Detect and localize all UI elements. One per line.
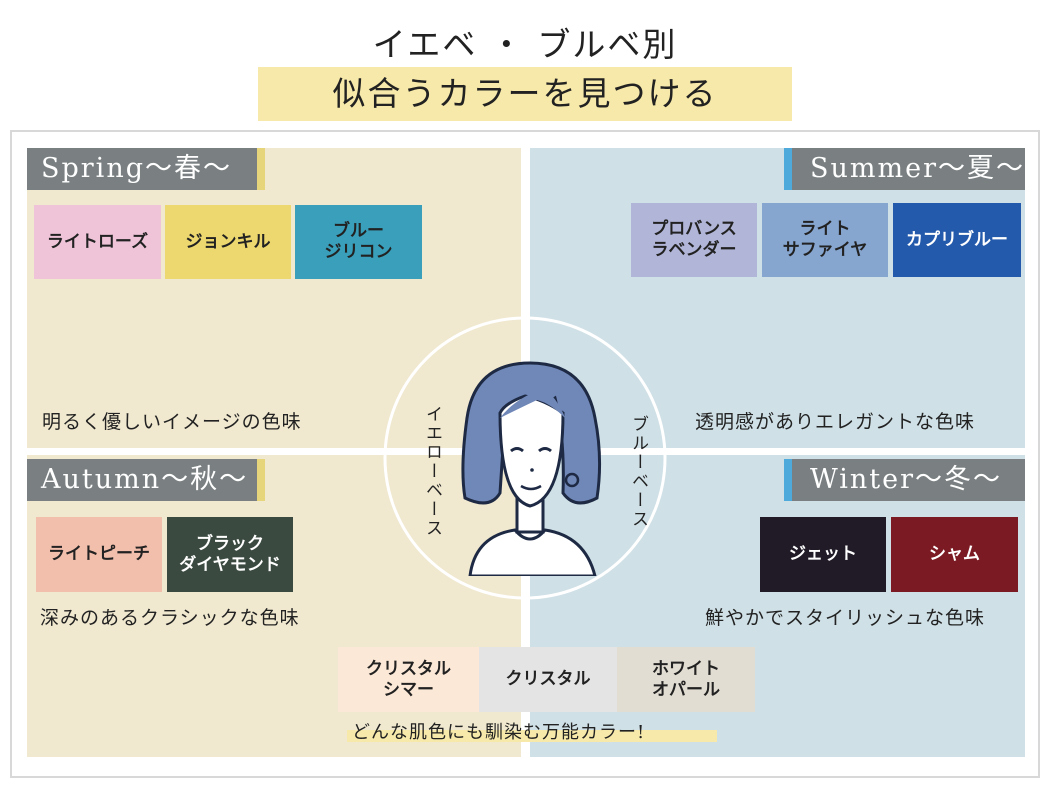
universal-tagline: どんな肌色にも馴染む万能カラー! bbox=[352, 722, 646, 743]
header-accent bbox=[257, 459, 265, 501]
summer-desc: 透明感がありエレガントな色味 bbox=[695, 411, 976, 433]
spring-header: Spring～春～ bbox=[27, 148, 265, 190]
swatch-black-diamond: ブラック ダイヤモンド bbox=[167, 517, 293, 592]
yellow-base-label: イエローベース bbox=[422, 405, 442, 538]
header-accent bbox=[784, 148, 792, 190]
summer-header: Summer～夏～ bbox=[784, 148, 1025, 190]
winter-header-text: Winter～冬～ bbox=[792, 459, 1025, 501]
blue-base-label: ブルーベース bbox=[628, 415, 648, 529]
swatch-crystal: クリスタル bbox=[479, 647, 617, 712]
center-circle bbox=[383, 316, 667, 600]
header-accent bbox=[257, 148, 265, 190]
spring-desc: 明るく優しいイメージの色味 bbox=[42, 411, 302, 433]
frame bbox=[10, 130, 1040, 778]
woman-illustration bbox=[461, 361, 602, 576]
summer-quadrant bbox=[530, 148, 1025, 448]
swatch-capri-blue: カプリブルー bbox=[893, 203, 1021, 277]
swatch-siam: シャム bbox=[891, 517, 1018, 592]
title-line1: イエベ ・ ブルベ別 bbox=[372, 25, 678, 64]
winter-desc: 鮮やかでスタイリッシュな色味 bbox=[705, 607, 986, 629]
swatch-light-peach: ライトピーチ bbox=[36, 517, 162, 592]
summer-header-text: Summer～夏～ bbox=[792, 148, 1025, 190]
autumn-header-text: Autumn～秋～ bbox=[27, 459, 257, 501]
title-line2: 似合うカラーを見つける bbox=[258, 67, 792, 121]
spring-quadrant bbox=[27, 148, 521, 448]
swatch-jonquil: ジョンキル bbox=[165, 205, 291, 279]
autumn-header: Autumn～秋～ bbox=[27, 459, 265, 501]
swatch-jet: ジェット bbox=[760, 517, 886, 592]
autumn-desc: 深みのあるクラシックな色味 bbox=[40, 607, 300, 629]
tagline-highlight bbox=[347, 730, 717, 742]
header-accent bbox=[784, 459, 792, 501]
spring-header-text: Spring～春～ bbox=[27, 148, 257, 190]
swatch-crystal-shimmer: クリスタル シマー bbox=[338, 647, 479, 712]
swatch-white-opal: ホワイト オパール bbox=[617, 647, 755, 712]
swatch-light-rose: ライトローズ bbox=[34, 205, 161, 279]
swatch-blue-zircon: ブルー ジリコン bbox=[295, 205, 422, 279]
winter-header: Winter～冬～ bbox=[784, 459, 1025, 501]
swatch-light-sapphire: ライト サファイヤ bbox=[762, 203, 888, 277]
swatch-provence-lavender: プロバンス ラベンダー bbox=[631, 203, 757, 277]
